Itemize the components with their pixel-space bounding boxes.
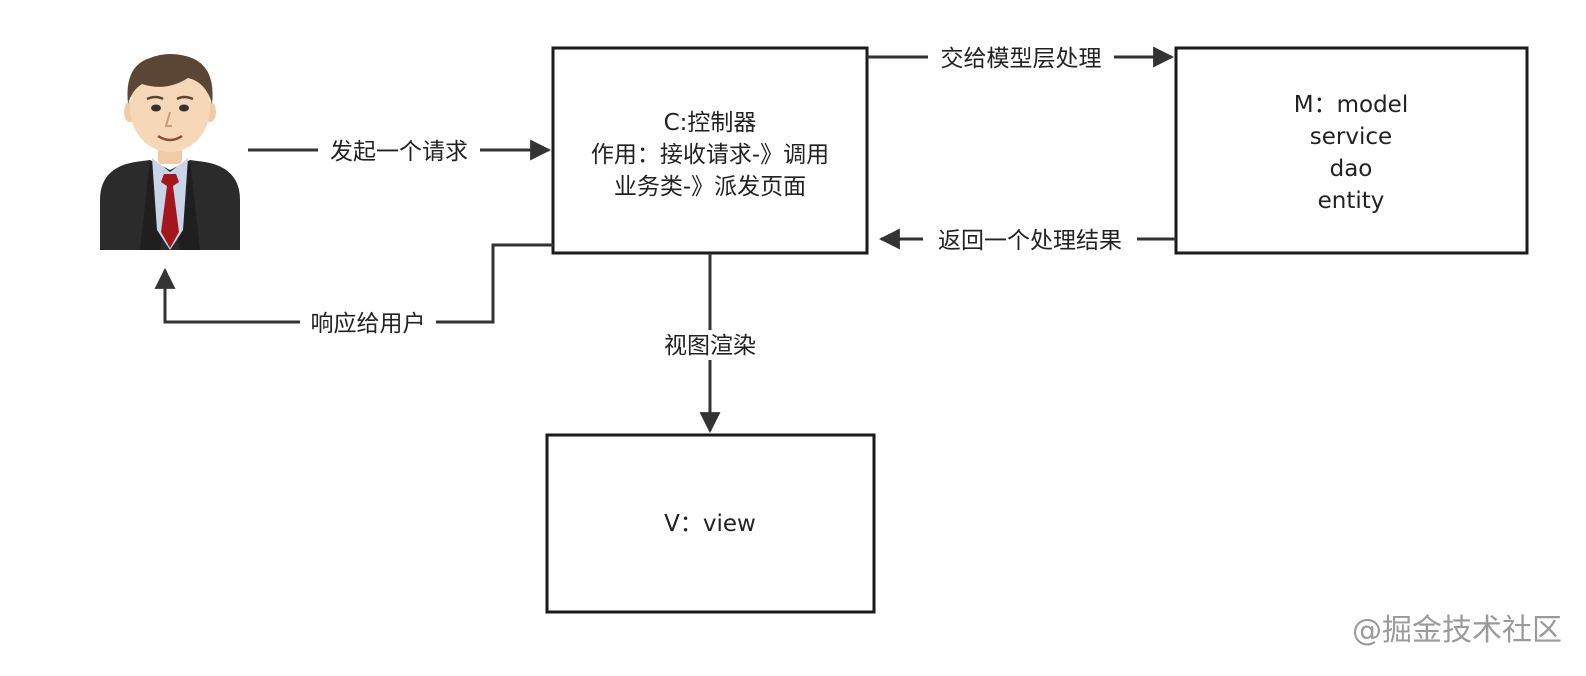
model-line-4: entity [1318, 188, 1385, 214]
controller-to-model-label-bg [928, 43, 1114, 73]
view-label: V：view [664, 511, 756, 537]
controller-to-view-label-bg [652, 330, 768, 360]
controller-to-view-label: 视图渲染 [664, 333, 756, 359]
controller-box [551, 46, 869, 255]
businessman-icon [100, 54, 240, 250]
model-to-controller-label-bg [923, 225, 1137, 255]
controller-line-3: 业务类-》派发页面 [614, 174, 806, 200]
user-to-controller-label-bg [318, 136, 480, 166]
controller-to-user-label: 响应给用户 [311, 311, 426, 337]
model-line-2: service [1310, 124, 1392, 150]
controller-to-user-arrow [154, 243, 553, 324]
controller-to-model-label: 交给模型层处理 [941, 46, 1102, 72]
model-line-1: M：model [1294, 92, 1408, 118]
watermark: @掘金技术社区 [1352, 613, 1562, 648]
model-line-3: dao [1330, 156, 1373, 182]
controller-to-user-label-bg [300, 308, 436, 338]
user-to-controller-label: 发起一个请求 [330, 139, 468, 165]
controller-line-1: C:控制器 [664, 110, 757, 136]
model-to-controller-label: 返回一个处理结果 [938, 228, 1122, 254]
model-box [1174, 46, 1529, 255]
view-box [545, 433, 876, 614]
controller-line-2: 作用：接收请求-》调用 [591, 142, 829, 168]
